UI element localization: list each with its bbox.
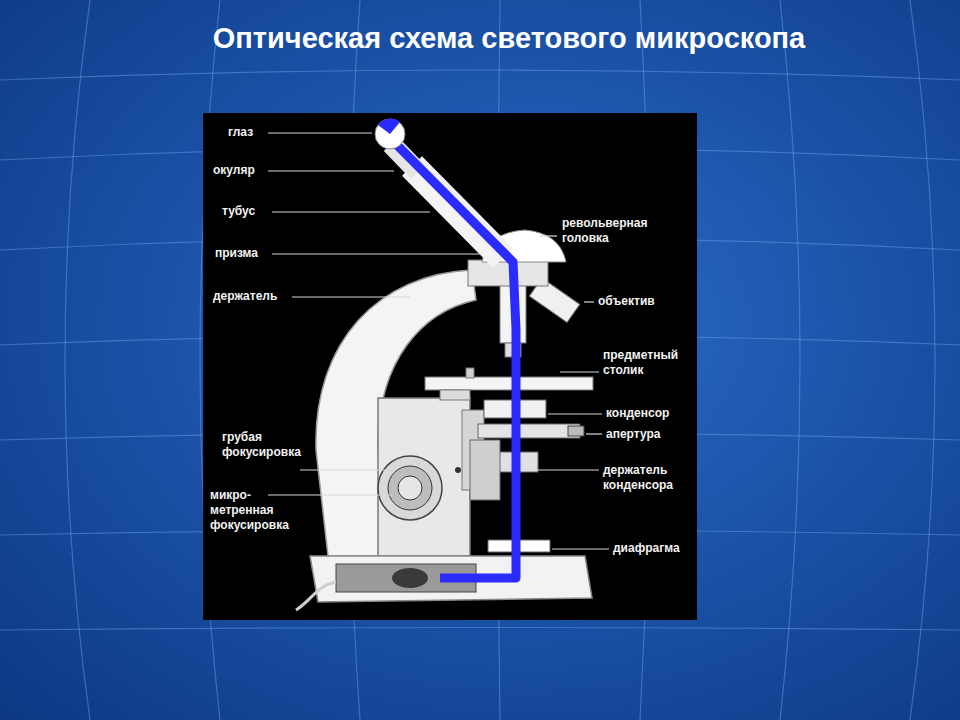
part-label: держатель конденсора (603, 463, 691, 493)
part-label: глаз (228, 125, 253, 140)
part-label: окуляр (213, 163, 255, 178)
part-label: тубус (222, 204, 255, 219)
part-label: апертура (606, 427, 660, 442)
part-label: микро- метренная фокусировка (210, 488, 290, 533)
part-label: призма (215, 246, 258, 261)
part-label: объектив (598, 294, 655, 309)
picture-panel (203, 113, 697, 620)
part-label: диафрагма (613, 541, 680, 556)
part-label: предметный столик (603, 348, 688, 378)
leader-lines (268, 133, 609, 549)
part-label: револьверная головка (562, 216, 672, 246)
title: Оптическая схема светового микроскопа (0, 22, 960, 55)
part-label: держатель (213, 289, 277, 304)
part-label: конденсор (606, 406, 669, 421)
light-beam (396, 144, 516, 578)
part-label: грубая фокусировка (222, 430, 312, 460)
microscope (296, 118, 593, 610)
